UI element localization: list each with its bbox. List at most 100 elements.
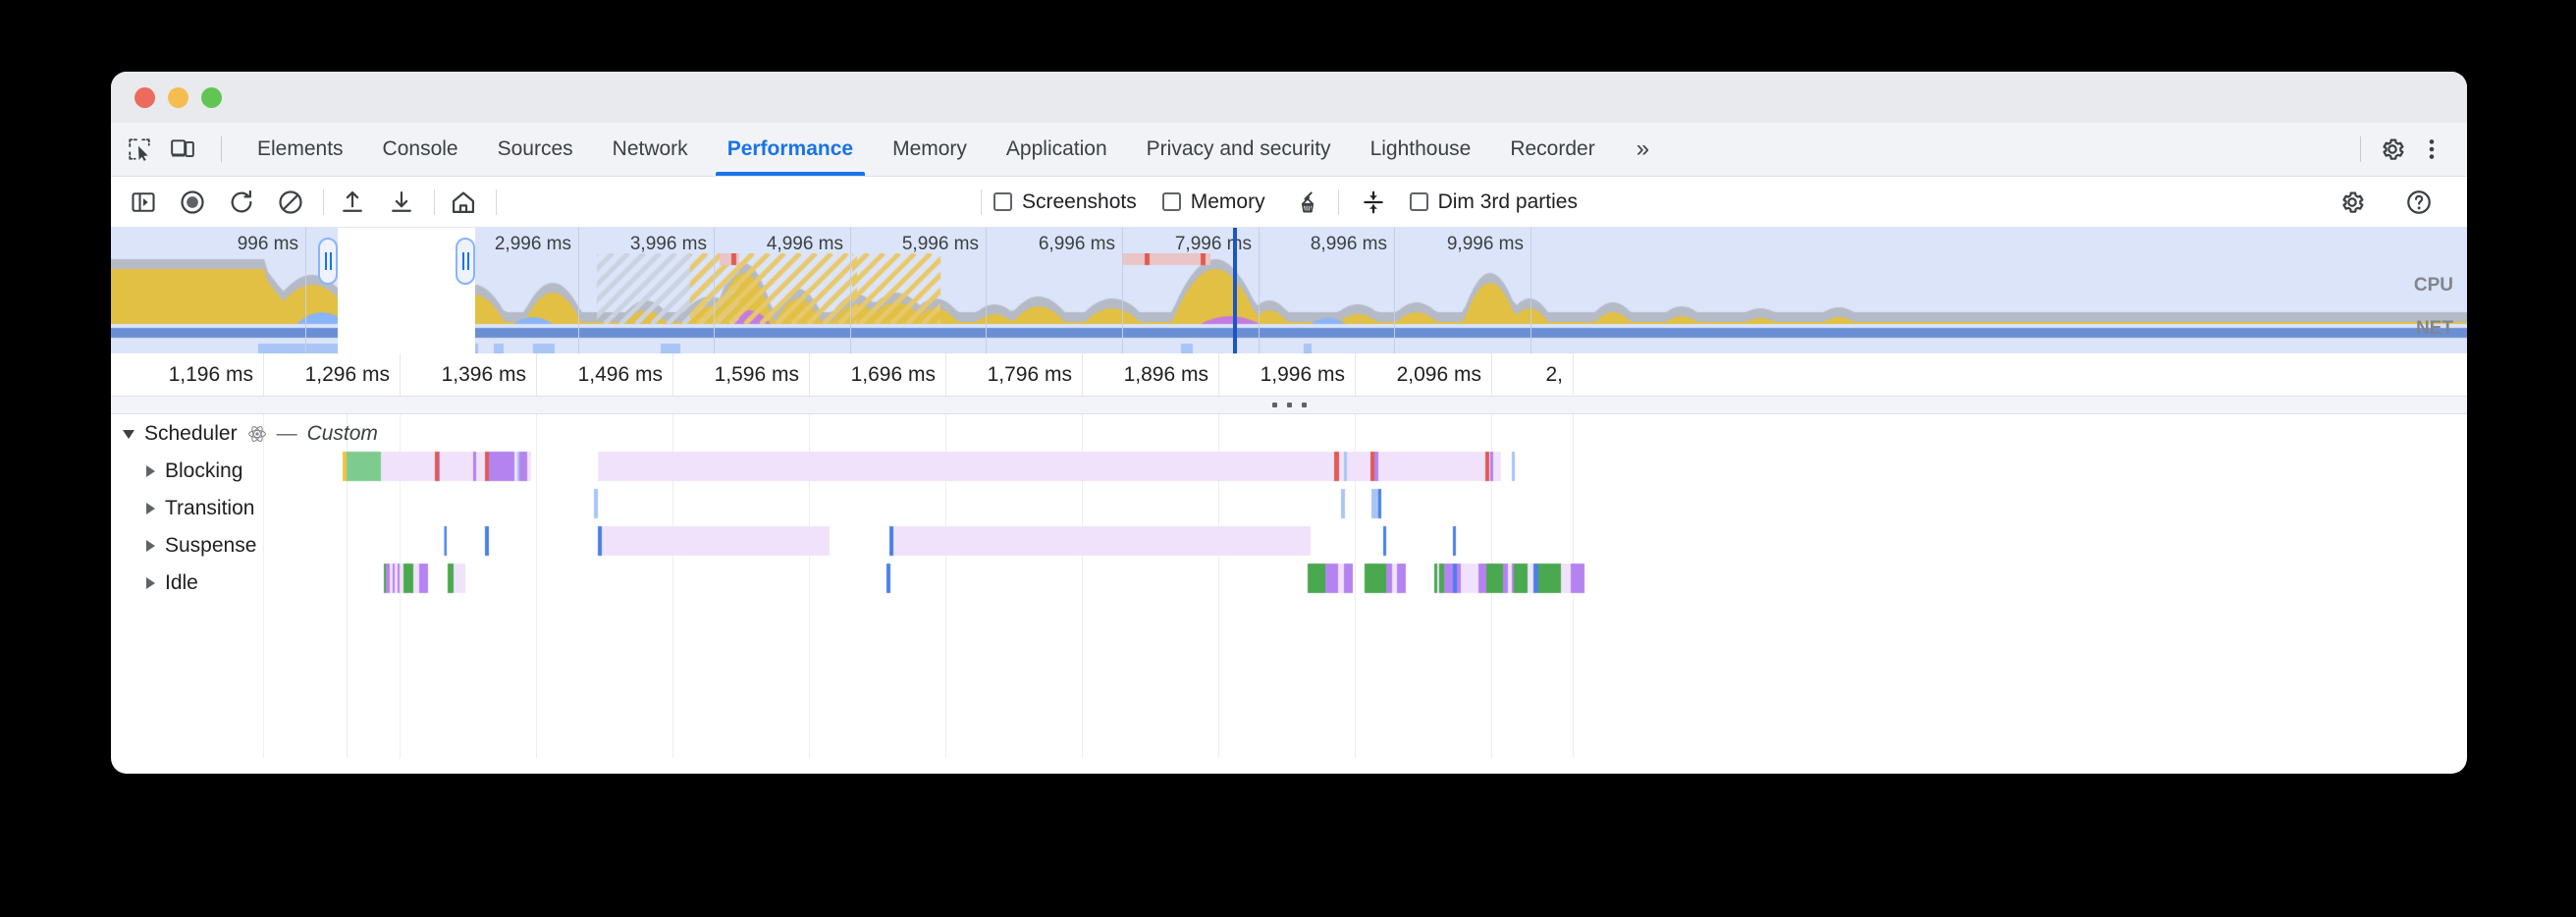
cpu-net-overview-chart — [111, 253, 2467, 353]
upload-profile-icon[interactable] — [336, 186, 369, 219]
screenshots-checkbox-row[interactable]: Screenshots — [993, 190, 1137, 214]
device-toolbar-icon[interactable] — [168, 135, 197, 164]
dim-3rd-parties-label: Dim 3rd parties — [1437, 189, 1578, 213]
net-track-label: NET — [2416, 318, 2453, 339]
tabstrip-right-divider — [2360, 136, 2361, 162]
detail-tick — [536, 353, 537, 396]
overview-tick-label: 3,996 ms — [629, 234, 707, 254]
overview-tick — [714, 228, 715, 353]
track-suspense-label[interactable]: Suspense — [111, 526, 256, 566]
help-icon[interactable] — [2402, 186, 2436, 219]
timeline-overview[interactable]: 996 ms1,996 ms2,996 ms3,996 ms4,996 ms5,… — [111, 228, 2467, 353]
devtools-left-tools — [111, 123, 238, 176]
performance-toolbar-actions — [2335, 186, 2451, 219]
react-atom-icon — [247, 424, 267, 444]
dim-3rd-parties-checkbox-row[interactable]: Dim 3rd parties — [1409, 189, 1578, 214]
toolbar-divider-3 — [496, 189, 497, 215]
track-group-scheduler[interactable]: Scheduler — Custom — [111, 414, 2467, 454]
clear-icon[interactable] — [274, 186, 307, 219]
overview-tick-label: 6,996 ms — [1038, 234, 1115, 254]
detail-tick — [1491, 353, 1492, 396]
chevron-right-icon[interactable] — [146, 503, 155, 514]
overview-tick — [850, 228, 851, 353]
more-tabs-chevron-icon[interactable]: » — [1636, 135, 1649, 162]
tab-performance[interactable]: Performance — [708, 123, 873, 176]
tab-network[interactable]: Network — [612, 137, 688, 160]
screenshots-checkbox[interactable] — [993, 192, 1012, 211]
options-divider — [981, 189, 982, 215]
kebab-menu-icon[interactable] — [2414, 132, 2449, 167]
track-blocking-label[interactable]: Blocking — [111, 452, 242, 491]
show-sidebar-icon[interactable] — [127, 186, 160, 219]
chevron-right-icon[interactable] — [146, 577, 155, 589]
capture-settings-gear-icon[interactable] — [2335, 186, 2369, 219]
track-label-text: Blocking — [165, 459, 243, 482]
overview-tick-label: 9,996 ms — [1446, 234, 1524, 254]
tab-application[interactable]: Application — [1005, 137, 1107, 160]
home-icon[interactable] — [447, 186, 480, 219]
window-titlebar — [111, 72, 2467, 123]
scheduler-suffix: Custom — [306, 422, 378, 445]
memory-label: Memory — [1190, 189, 1265, 213]
detail-tick — [672, 353, 673, 396]
track-transition-label[interactable]: Transition — [111, 489, 254, 528]
track-row-blocking[interactable]: Blocking — [111, 452, 2467, 491]
collapse-vertical-icon[interactable] — [1357, 186, 1390, 219]
overview-tick — [1122, 228, 1123, 353]
tab-sources[interactable]: Sources — [497, 137, 573, 160]
detail-tick — [263, 353, 264, 396]
overview-tick-label: 4,996 ms — [766, 234, 843, 254]
chevron-down-icon[interactable] — [123, 429, 134, 439]
track-row-suspense[interactable]: Suspense — [111, 526, 2467, 566]
tab-lighthouse[interactable]: Lighthouse — [1369, 137, 1472, 160]
overview-selection-window[interactable] — [338, 228, 475, 353]
tab-memory[interactable]: Memory — [892, 137, 967, 160]
detail-tick — [1082, 353, 1083, 396]
detail-tick-label: 2,096 ms — [1396, 363, 1481, 386]
inspect-element-icon[interactable] — [125, 135, 154, 164]
minimize-window-button[interactable] — [168, 86, 188, 108]
memory-checkbox[interactable] — [1161, 192, 1181, 211]
track-row-idle[interactable]: Idle — [111, 564, 2467, 603]
track-idle-label[interactable]: Idle — [111, 564, 198, 603]
chevron-right-icon[interactable] — [146, 465, 155, 477]
overview-left-resize-handle[interactable] — [318, 238, 338, 285]
cpu-track-label: CPU — [2413, 275, 2453, 296]
overview-tick-label: 8,996 ms — [1310, 234, 1387, 254]
detail-tick — [400, 353, 401, 396]
devtools-window: Elements Console Sources Network Perform… — [111, 72, 2467, 774]
reload-and-record-icon[interactable] — [225, 186, 258, 219]
tab-recorder[interactable]: Recorder — [1510, 137, 1595, 160]
track-group-scheduler-label[interactable]: Scheduler — Custom — [111, 414, 378, 454]
detail-tick-label: 1,596 ms — [714, 363, 799, 386]
chevron-right-icon[interactable] — [146, 540, 155, 552]
tab-console[interactable]: Console — [382, 137, 458, 160]
download-profile-icon[interactable] — [385, 186, 418, 219]
maximize-window-button[interactable] — [201, 86, 222, 108]
tab-privacy-and-security[interactable]: Privacy and security — [1146, 137, 1331, 160]
gear-icon[interactable] — [2375, 132, 2410, 167]
overview-tick — [1530, 228, 1531, 353]
pane-resize-handle[interactable] — [111, 397, 2467, 414]
dim-3rd-parties-checkbox[interactable] — [1409, 192, 1428, 211]
options-divider-2 — [1337, 189, 1339, 215]
tabstrip-divider — [221, 136, 222, 162]
close-window-button[interactable] — [134, 86, 155, 108]
detail-tick — [809, 353, 810, 396]
tab-elements[interactable]: Elements — [257, 137, 344, 160]
detail-tick — [1218, 353, 1219, 396]
overview-tick-label: 996 ms — [237, 234, 298, 254]
track-row-transition[interactable]: Transition — [111, 489, 2467, 528]
record-icon[interactable] — [176, 186, 209, 219]
overview-right-resize-handle[interactable] — [456, 238, 475, 285]
devtools-tabs: Elements Console Sources Network Perform… — [238, 123, 1669, 176]
memory-checkbox-row[interactable]: Memory — [1161, 189, 1265, 214]
flame-chart-tracks[interactable]: Scheduler — Custom Blocking — [111, 414, 2467, 758]
broom-icon[interactable] — [1291, 186, 1324, 219]
detail-tick-label: 1,396 ms — [441, 363, 526, 386]
toolbar-divider-2 — [434, 189, 435, 215]
overview-tick-label: 2,996 ms — [494, 234, 571, 254]
detail-tick-label: 1,896 ms — [1123, 363, 1208, 386]
flame-chart-canvas[interactable] — [111, 444, 2467, 640]
